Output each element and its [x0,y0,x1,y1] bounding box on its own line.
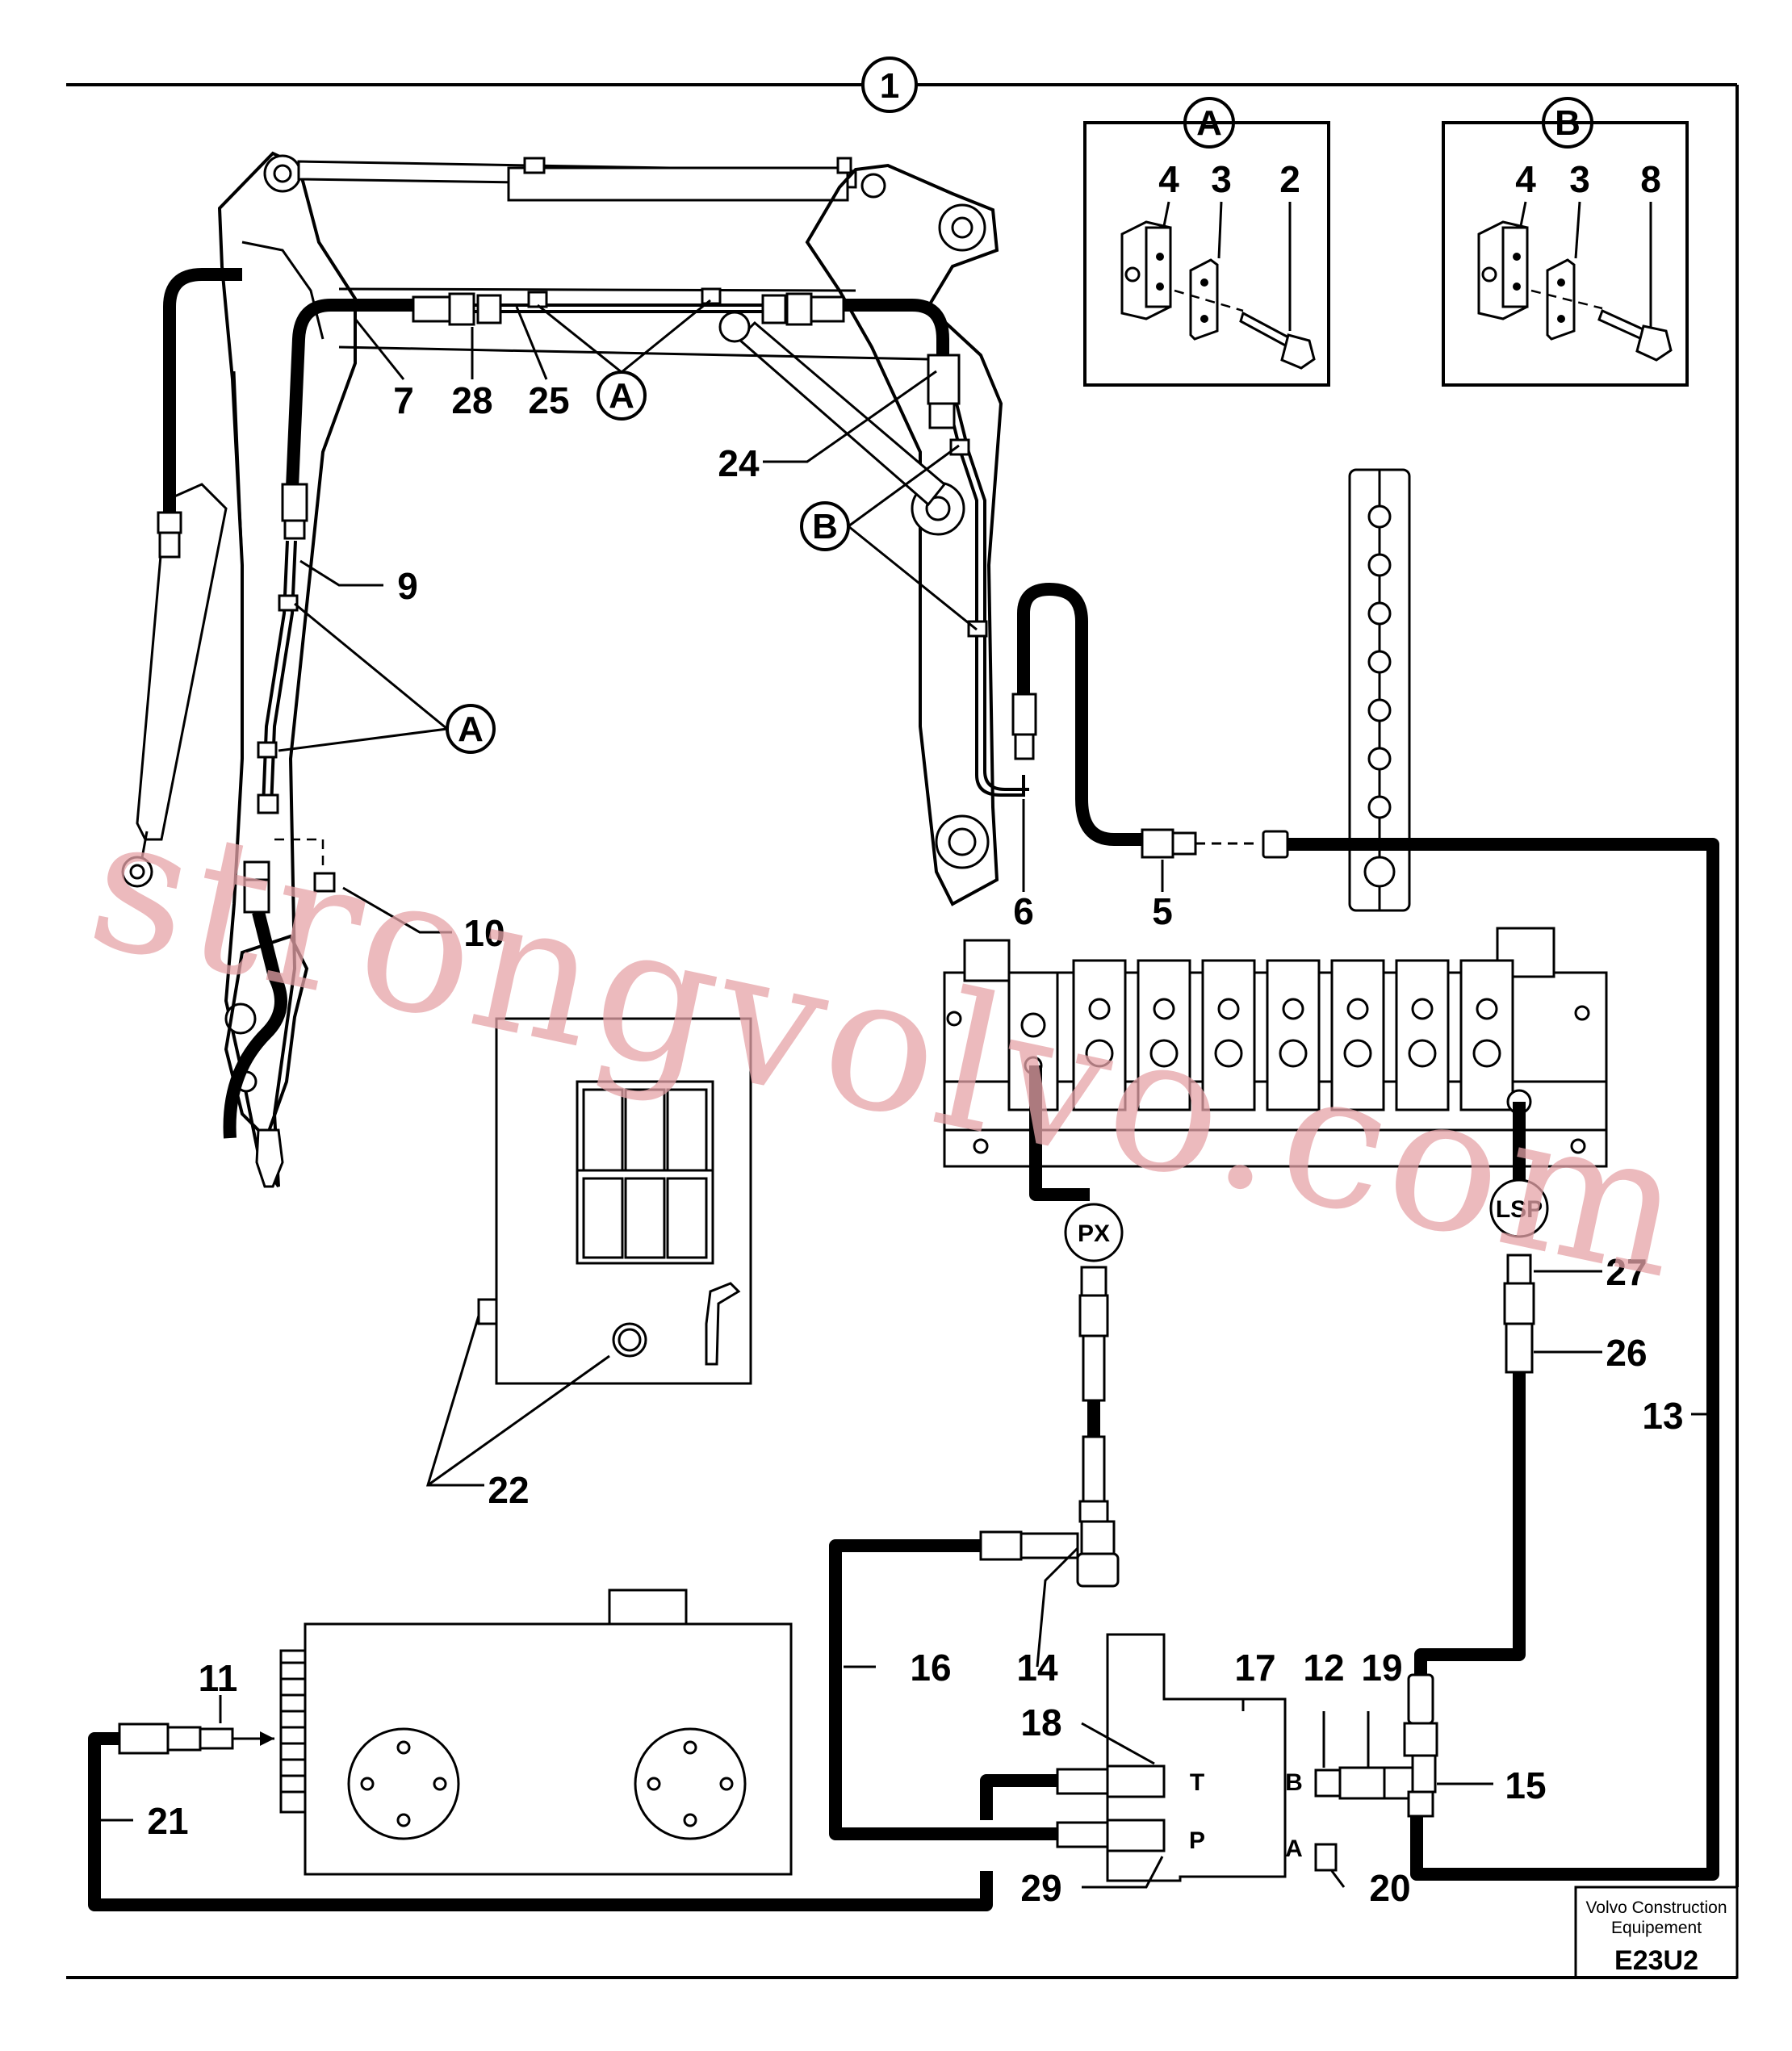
part-20: 20 [1369,1867,1410,1909]
part-18: 18 [1020,1701,1061,1743]
company-line2: Equipement [1611,1919,1702,1937]
part-15: 15 [1505,1764,1546,1806]
control-panel [477,1017,752,1385]
sheet-frame: 1 [66,57,1739,1979]
part-5: 5 [1152,890,1173,932]
part-16: 16 [910,1647,951,1689]
title-block: Volvo Construction Equipement E23U2 [1574,1886,1739,1979]
clamp-rail [1348,468,1411,912]
clamp-plate-icon [1189,258,1219,341]
px-hose-assembly [979,1266,1120,1588]
detail-b-part-4: 4 [1515,158,1536,200]
control-valve-block [943,927,1608,1168]
valve-port-t: T [1190,1769,1204,1796]
bolt-icon [1597,308,1673,362]
boom-fittings [157,287,1037,914]
part-7: 7 [393,379,414,421]
port-px-label: PX [1078,1220,1110,1247]
clamp-plate-icon [1546,258,1576,341]
fitting-5 [1141,828,1289,859]
port-lsp: LSP [1489,1178,1549,1238]
part-numbers: 7 28 25 24 9 10 6 5 22 27 26 13 11 21 16… [147,379,1683,1909]
clamp-halves-icon [1120,220,1172,320]
detail-b-box: B 4 3 8 [1442,97,1689,387]
part-21: 21 [147,1800,188,1842]
part-10: 10 [463,912,505,954]
part-17: 17 [1234,1647,1275,1689]
valve-port-a: A [1285,1835,1303,1862]
clamp-callout-b: B [812,507,838,546]
clamp-halves-icon [1477,220,1529,320]
part-27: 27 [1606,1251,1647,1293]
company-line1: Volvo Construction [1585,1898,1727,1917]
part-14: 14 [1016,1647,1058,1689]
valve-17: T P B A [1056,1633,1386,1882]
part-24: 24 [718,442,760,484]
detail-a-label: A [1196,103,1222,143]
part-19: 19 [1361,1647,1402,1689]
valve-port-b: B [1285,1769,1303,1796]
part-28: 28 [451,379,492,421]
valve-port-p: P [1189,1827,1205,1854]
port-lsp-label: LSP [1496,1196,1543,1223]
detail-a-part-3: 3 [1211,158,1232,200]
part-11: 11 [199,1657,238,1699]
hydraulic-tank [118,1588,793,1876]
part-12: 12 [1303,1647,1344,1689]
lsp-hose-assembly [1503,1254,1535,1374]
part-13: 13 [1642,1395,1683,1437]
port-px: PX [1064,1203,1124,1262]
boom-structure [121,151,1003,1188]
part-26: 26 [1606,1332,1647,1374]
clamp-callouts: A A B [278,299,978,754]
part-leaders [101,306,1715,1889]
detail-a-part-2: 2 [1279,158,1300,200]
detail-b-part-8: 8 [1640,158,1661,200]
part-22: 22 [488,1469,529,1511]
tee-15 [1383,1673,1438,1818]
detail-b-label: B [1555,103,1581,143]
part-6: 6 [1013,890,1034,932]
part-25: 25 [528,379,569,421]
clamp-callout-a-boom: A [458,709,484,749]
detail-a-part-4: 4 [1158,158,1179,200]
detail-b-part-3: 3 [1569,158,1590,200]
detail-a-box: A 4 3 2 [1083,97,1330,387]
main-callout: 1 [880,66,899,106]
bolt-icon [1239,311,1316,370]
part-29: 29 [1020,1867,1061,1909]
part-9: 9 [397,565,418,607]
clamp-callout-a-top: A [609,376,634,416]
drawing-code: E23U2 [1614,1945,1698,1976]
